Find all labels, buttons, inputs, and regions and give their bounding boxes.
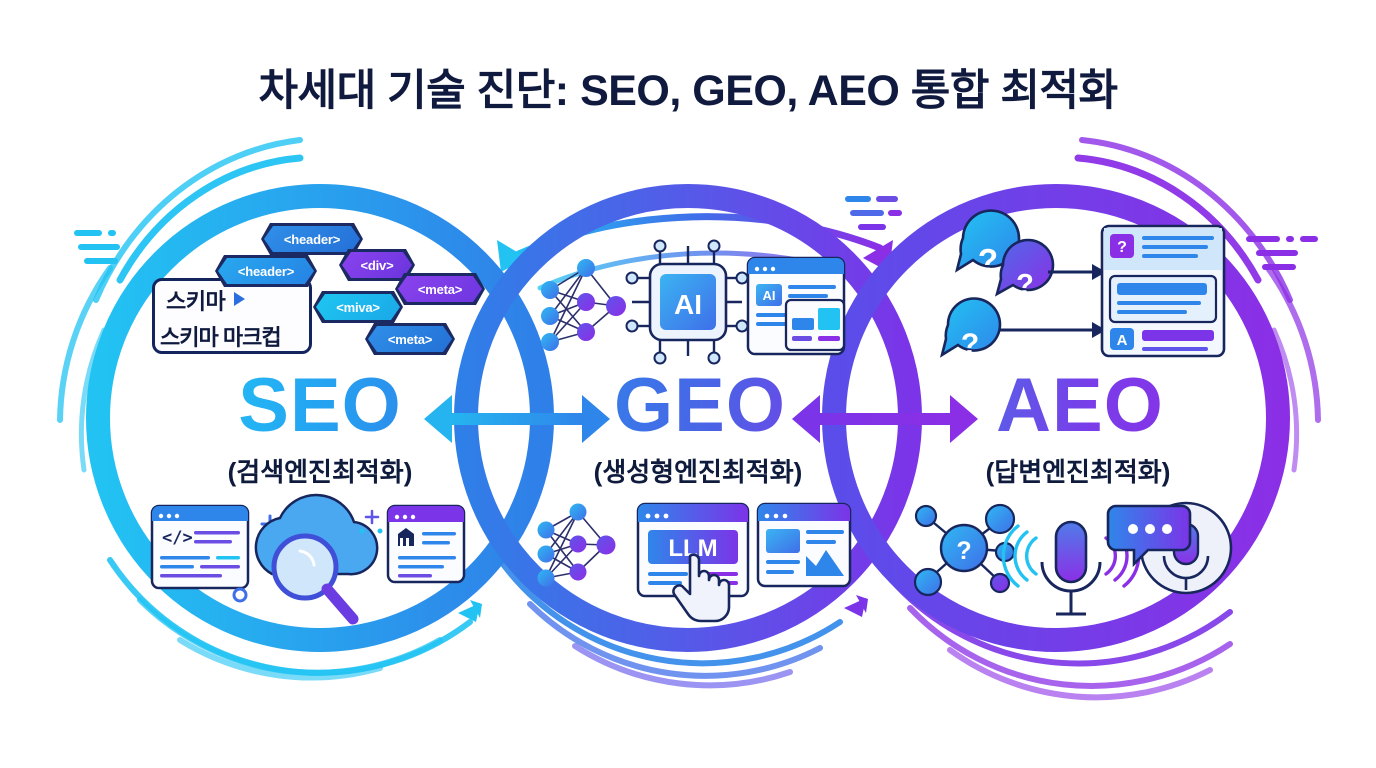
geo-neural-network-icon-bottom bbox=[537, 503, 616, 587]
circle-subtitle-seo: (검색엔진최적화) bbox=[227, 457, 413, 487]
html-tag-badge: <miva> bbox=[316, 294, 400, 320]
svg-text:?: ? bbox=[1117, 239, 1127, 256]
html-tag-badge: <header> bbox=[264, 226, 360, 252]
connector-geo-aeo bbox=[792, 395, 978, 443]
html-tag-badge: <meta> bbox=[398, 276, 482, 302]
decor-dashes-topright bbox=[845, 196, 902, 230]
html-tag-badge: <div> bbox=[342, 252, 412, 278]
aeo-knowledge-graph-icon: ? bbox=[913, 503, 1016, 597]
decor-dashes-left bbox=[74, 230, 120, 264]
aeo-voice-chat-icon bbox=[1106, 501, 1233, 595]
svg-text:?: ? bbox=[1016, 269, 1034, 301]
page-title: 차세대 기술 진단: SEO, GEO, AEO 통합 최적화 bbox=[258, 67, 1118, 115]
aeo-arrow-2 bbox=[1000, 322, 1106, 338]
geo-llm-window-icon: LLM bbox=[636, 502, 750, 598]
svg-text:</>: </> bbox=[162, 528, 193, 548]
html-tag-badge: <header> bbox=[218, 258, 314, 284]
seo-code-window-icon: </> bbox=[150, 504, 250, 590]
schema-play-triangle-icon bbox=[234, 292, 245, 306]
circle-subtitle-aeo: (답변엔진최적화) bbox=[985, 457, 1171, 487]
aeo-arrow-1 bbox=[1048, 264, 1106, 280]
circle-subtitle-geo: (생성형엔진최적화) bbox=[593, 457, 803, 487]
svg-text:?: ? bbox=[961, 328, 979, 361]
aeo-answer-panel-icon: ? A bbox=[1100, 224, 1226, 358]
seo-site-analytics-window-icon bbox=[386, 504, 466, 584]
seo-plus-decor-2 bbox=[359, 509, 383, 534]
svg-text:?: ? bbox=[978, 242, 998, 279]
svg-text:AI: AI bbox=[763, 288, 776, 303]
aeo-question-bubble-3: ? bbox=[939, 297, 1002, 361]
seo-cloud-search-icon bbox=[254, 493, 379, 625]
geo-cursor-hand-icon bbox=[672, 553, 731, 623]
geo-neural-network-icon-top bbox=[541, 259, 626, 351]
html-tag-badge: <meta> bbox=[368, 326, 452, 352]
svg-text:?: ? bbox=[956, 537, 971, 565]
geo-ai-chip-icon: AI bbox=[625, 239, 749, 365]
circle-label-seo: SEO bbox=[180, 368, 460, 444]
schema-callout-box bbox=[152, 278, 312, 354]
circle-label-aeo: AEO bbox=[940, 368, 1220, 444]
svg-text:A: A bbox=[1117, 332, 1128, 349]
decor-outer-arcs bbox=[57, 137, 1321, 701]
connector-seo-geo bbox=[424, 395, 610, 443]
geo-dashboard-window-icon bbox=[756, 502, 852, 588]
bottom-arc-arrowheads bbox=[458, 595, 868, 622]
geo-ai-browser-window-icon: AI bbox=[746, 256, 846, 356]
aeo-question-bubble-2: ? bbox=[994, 238, 1055, 301]
schema-label-primary: 스키마 bbox=[166, 289, 226, 314]
svg-text:AI: AI bbox=[674, 289, 702, 320]
circle-label-geo: GEO bbox=[560, 368, 840, 444]
decor-dashes-right bbox=[1246, 236, 1318, 270]
aeo-microphone-icon bbox=[1001, 520, 1141, 616]
schema-label-secondary: 스키마 마크컵 bbox=[160, 325, 282, 350]
